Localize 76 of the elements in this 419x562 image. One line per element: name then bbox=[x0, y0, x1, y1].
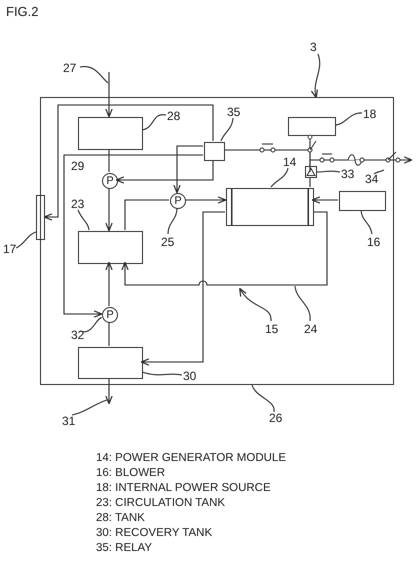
callout-number: 16 bbox=[367, 235, 385, 249]
callout-number: 29 bbox=[71, 159, 89, 173]
arrow bbox=[44, 104, 214, 221]
leader-line bbox=[270, 168, 289, 188]
connector-line bbox=[124, 199, 169, 230]
legend-entry: 23: CIRCULATION TANK bbox=[96, 496, 226, 511]
leader-arrow bbox=[311, 54, 320, 98]
leader-line bbox=[374, 170, 384, 174]
legend-entry: 16: BLOWER bbox=[96, 466, 166, 481]
arrow bbox=[105, 72, 113, 118]
arrow bbox=[63, 154, 203, 318]
callout-number: 14 bbox=[283, 155, 301, 169]
indicator-symbol bbox=[305, 166, 317, 178]
pump-symbol: P bbox=[102, 307, 118, 323]
arrow bbox=[185, 196, 226, 204]
arrow bbox=[173, 145, 203, 194]
callout-number: 31 bbox=[62, 414, 80, 428]
arrow bbox=[312, 196, 338, 204]
legend-entry: 30: RECOVERY TANK bbox=[96, 526, 212, 541]
legend-entry: 28: TANK bbox=[96, 511, 145, 526]
arrow bbox=[105, 262, 113, 306]
relay-box bbox=[204, 142, 225, 161]
blower-box bbox=[339, 191, 386, 211]
leader-line bbox=[72, 399, 108, 416]
leader-line bbox=[252, 384, 275, 412]
connector-line bbox=[308, 134, 312, 172]
callout-number: 32 bbox=[71, 328, 89, 342]
leader-line bbox=[294, 286, 311, 322]
leader-line bbox=[80, 66, 108, 84]
legend-entry: 18: INTERNAL POWER SOURCE bbox=[96, 481, 271, 496]
arrow bbox=[121, 211, 328, 286]
callout-number: 18 bbox=[363, 107, 381, 121]
leader-line bbox=[142, 371, 182, 376]
callout-number: 25 bbox=[161, 235, 179, 249]
leader-line bbox=[220, 118, 234, 142]
tank-box bbox=[78, 231, 143, 264]
callout-number: 3 bbox=[310, 40, 322, 54]
callout-number: 27 bbox=[63, 61, 81, 75]
callout-number: 28 bbox=[167, 109, 185, 123]
power-source-box bbox=[288, 117, 336, 136]
arrow bbox=[116, 160, 214, 184]
leader-line bbox=[80, 317, 102, 332]
callout-number: 23 bbox=[71, 197, 89, 211]
arrow bbox=[140, 211, 225, 366]
leader-line bbox=[334, 112, 362, 126]
callout-number: 35 bbox=[227, 105, 245, 119]
housing-box bbox=[40, 97, 394, 385]
callout-number: 34 bbox=[365, 172, 383, 186]
callout-number: 26 bbox=[269, 411, 287, 425]
connector-line bbox=[309, 177, 311, 187]
callout-number: 30 bbox=[183, 369, 201, 383]
legend-entry: 35: RELAY bbox=[96, 541, 152, 556]
callout-number: 17 bbox=[3, 242, 21, 256]
callout-number: 15 bbox=[265, 322, 283, 336]
figure-title: FIG.2 bbox=[6, 4, 39, 19]
leader-line bbox=[316, 170, 340, 173]
arrow bbox=[309, 156, 412, 165]
callout-number: 33 bbox=[341, 167, 359, 181]
leader-line bbox=[167, 208, 178, 234]
tank-box bbox=[78, 117, 143, 150]
arrow bbox=[105, 378, 113, 404]
pump-symbol: P bbox=[170, 193, 186, 209]
legend-entry: 14: POWER GENERATOR MODULE bbox=[96, 451, 286, 466]
leader-line bbox=[142, 114, 166, 131]
connector-line bbox=[108, 149, 110, 172]
leader-arrow bbox=[238, 288, 272, 322]
arrow bbox=[105, 188, 113, 232]
leader-line bbox=[16, 231, 36, 248]
leader-line bbox=[360, 210, 373, 234]
callout-number: 24 bbox=[304, 322, 322, 336]
generator-module-box bbox=[226, 188, 314, 226]
tank-box bbox=[78, 347, 143, 379]
connector-line bbox=[108, 322, 110, 346]
pump-symbol: P bbox=[102, 173, 118, 189]
leader-line bbox=[78, 210, 90, 230]
part-box bbox=[36, 195, 45, 240]
